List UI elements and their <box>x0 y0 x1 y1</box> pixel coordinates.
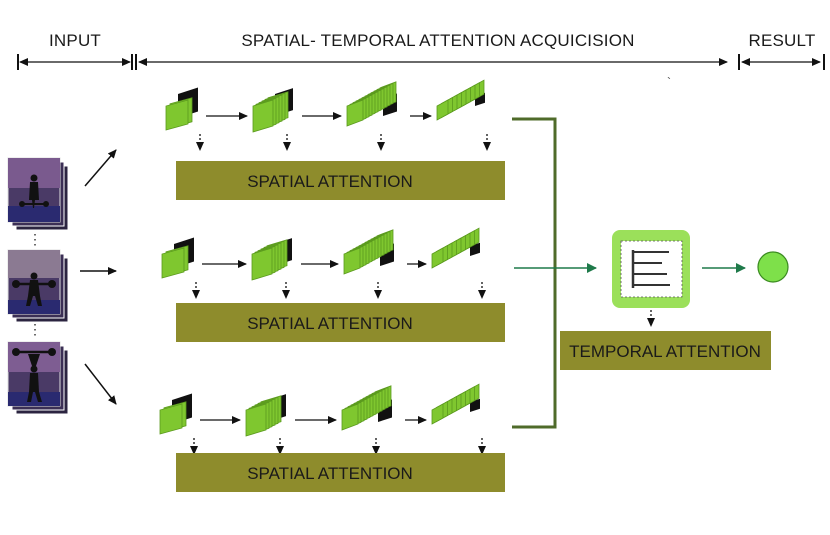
frame-separator-2: ⋮ <box>28 321 42 337</box>
feature-block-1-2 <box>252 88 293 133</box>
spatial-attention-bar-3 <box>176 453 505 492</box>
spatial-row-2: SPATIAL ATTENTION <box>161 227 505 342</box>
spatial-attention-label-1: SPATIAL ATTENTION <box>247 172 413 191</box>
feature-block-2-2 <box>251 238 292 281</box>
feature-block-3-2 <box>245 394 286 437</box>
feature-block-2-1 <box>161 237 194 279</box>
frame-separator-1: ⋮ <box>28 231 42 247</box>
spatial-rows: SPATIAL ATTENTION SPATIAL ATTENTION SPATIA… <box>159 79 505 492</box>
input-label: INPUT <box>49 31 101 50</box>
spatial-attention-label-3: SPATIAL ATTENTION <box>247 464 413 483</box>
spatial-attention-bar-1 <box>176 161 505 200</box>
result-label: RESULT <box>748 31 815 50</box>
result-section <box>702 251 789 283</box>
frame-stack-middle <box>7 249 69 323</box>
spatial-attention-label-2: SPATIAL ATTENTION <box>247 314 413 333</box>
spatial-row-1: SPATIAL ATTENTION <box>165 79 505 200</box>
feature-block-3-1 <box>159 393 192 435</box>
header: INPUT SPATIAL- TEMPORAL ATTENTION ACQUIC… <box>17 31 825 89</box>
spatial-row-3: SPATIAL ATTENTION <box>159 383 505 492</box>
temporal-weights-icon <box>631 250 670 288</box>
feature-block-2-4 <box>431 227 480 269</box>
input-frames: ⋮ ⋮ <box>7 149 117 415</box>
feature-block-1-3 <box>346 81 397 127</box>
temporal-attention-module: TEMPORAL ATTENTION <box>560 230 771 370</box>
input-arrow-bottom <box>84 363 117 405</box>
stray-mark: ` <box>667 75 671 89</box>
spatial-attention-bar-2 <box>176 303 505 342</box>
stage-label: SPATIAL- TEMPORAL ATTENTION ACQUICISION <box>241 31 634 50</box>
frame-stack-bottom <box>7 341 69 415</box>
temporal-attention-label: TEMPORAL ATTENTION <box>569 342 761 361</box>
feature-block-1-1 <box>165 87 198 131</box>
feature-block-1-4 <box>436 79 485 121</box>
merge-connectors <box>512 117 597 429</box>
temporal-attention-bar <box>560 331 771 370</box>
input-arrow-top <box>84 149 117 187</box>
result-node <box>757 251 789 283</box>
frame-stack-top <box>7 157 69 231</box>
temporal-module-inner <box>620 240 683 298</box>
feature-block-2-3 <box>343 229 394 275</box>
feature-block-3-3 <box>341 385 392 431</box>
feature-block-3-4 <box>431 383 480 425</box>
